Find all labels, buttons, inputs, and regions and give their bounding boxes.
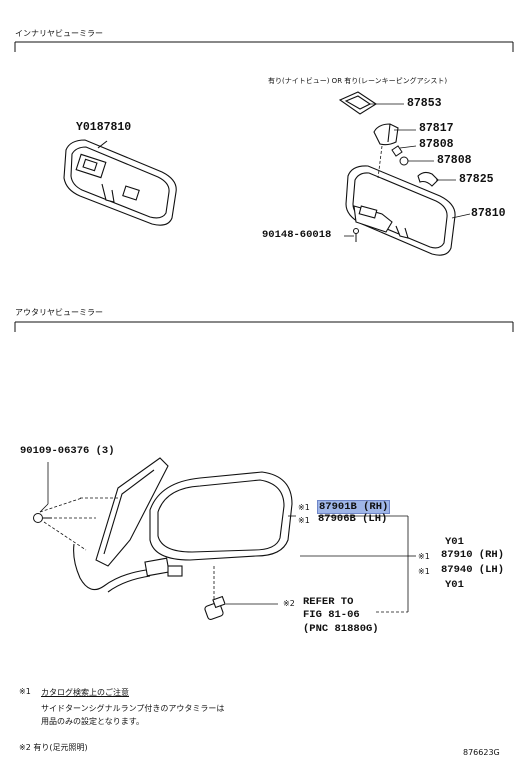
inner-section-title: インナリヤビューミラー [15,29,103,38]
inner-condition-note: 有り(ナイトビュー) OR 有り(レーンキーピングアシスト) [268,77,448,85]
note1-line2: 用品のみの設定となります。 [41,717,144,726]
mark-1-d: ※1 [418,567,430,576]
cover-87817-icon [373,123,399,146]
part-87810[interactable]: 87810 [471,207,506,220]
inner-leader-lines [344,103,471,237]
cover-87853-icon [338,91,378,115]
part-87825[interactable]: 87825 [459,173,494,186]
refer-pnc[interactable]: (PNC 81880G) [303,623,379,635]
part-Y01-bottom[interactable]: Y01 [445,579,464,591]
inner-mirror-left-icon [63,139,177,226]
note2: ※2 有り(足元照明) [19,743,88,752]
mark-1-a: ※1 [298,503,310,512]
mark-1-b: ※1 [298,516,310,525]
clip-87808-a-icon [391,145,403,157]
mark-1-c: ※1 [418,552,430,561]
note1-line1: サイドターンシグナルランプ付きのアウタミラーは [41,704,225,713]
part-90109-06376[interactable]: 90109-06376 (3) [20,445,115,457]
part-90148-60018[interactable]: 90148-60018 [262,229,332,241]
inner-mirror-right-icon [345,165,456,256]
note1-mark: ※1 [19,687,31,696]
note1-title: カタログ検索上のご注意 [41,688,129,697]
part-Y01-top[interactable]: Y01 [445,536,464,548]
part-87910-rh[interactable]: 87910 (RH) [441,549,505,561]
part-87940-lh[interactable]: 87940 (LH) [441,564,505,576]
screw-90148-icon [353,228,359,242]
screw-90109-icon [33,513,52,523]
clip-87808-b-icon [399,156,409,166]
part-87817[interactable]: 87817 [419,122,454,135]
inner-section-bracket [14,41,514,52]
cover-87825-icon [417,171,439,187]
part-Y0187810[interactable]: Y0187810 [76,121,132,134]
mark-2: ※2 [283,599,295,608]
outer-section-title: アウタリヤビューミラー [15,308,103,317]
part-87906B-lh[interactable]: 87906B (LH) [318,513,388,525]
outer-leader-lines [39,462,416,613]
outer-section-bracket [14,321,514,332]
refer-fig-link[interactable]: FIG 81-06 [303,609,360,621]
part-87808-b[interactable]: 87808 [437,154,472,167]
outer-mirror-icon [73,457,293,621]
part-87901B-rh[interactable]: 87901B (RH) [317,500,391,514]
part-87808-a[interactable]: 87808 [419,138,454,151]
part-87853[interactable]: 87853 [407,97,442,110]
refer-to-line1[interactable]: REFER TO [303,596,354,608]
figure-code: 876623G [463,748,500,757]
